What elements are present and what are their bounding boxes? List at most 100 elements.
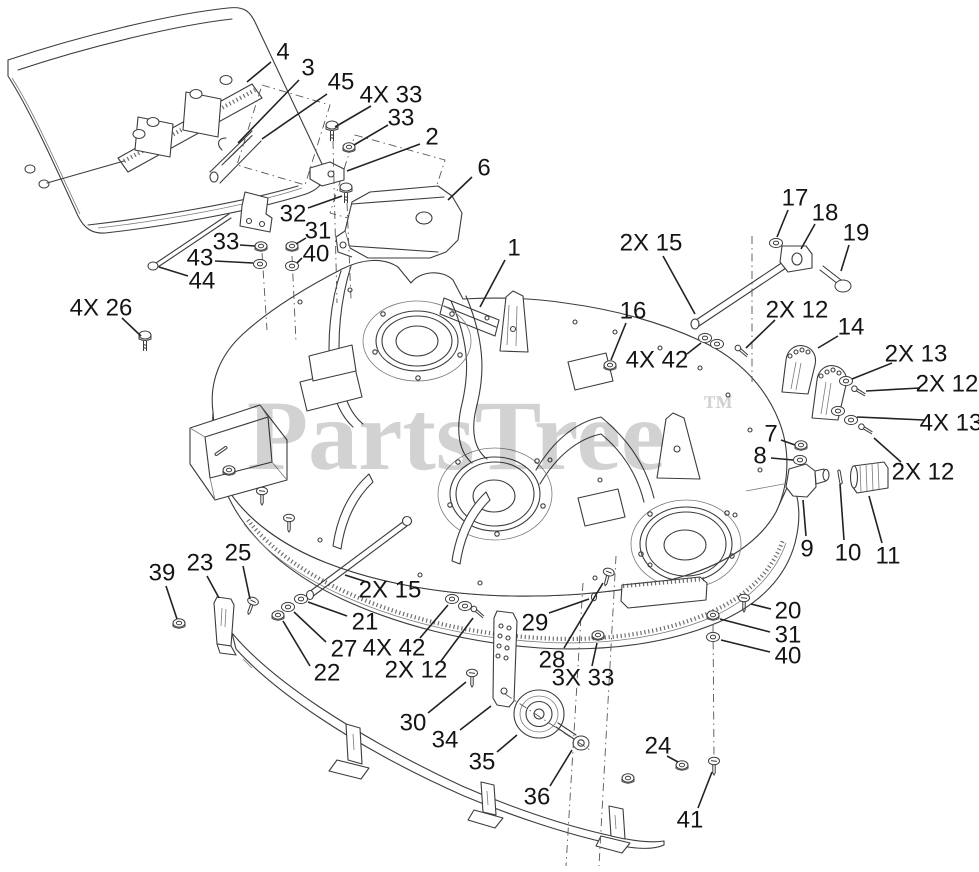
scalp-strip <box>231 632 665 854</box>
callout-24-35: 24 <box>645 733 672 760</box>
leader-line-20 <box>750 603 772 610</box>
deflector-hinge-assembly <box>24 75 263 189</box>
callout-4X-26-13: 4X 26 <box>70 295 133 322</box>
leader-line-4X-13 <box>856 416 925 421</box>
callout-16-16: 16 <box>620 298 647 325</box>
callout-39-37: 39 <box>149 560 176 587</box>
watermark-text: PartsTree <box>247 380 665 491</box>
support-rod <box>147 213 232 271</box>
nut-icon <box>621 773 635 784</box>
leader-line-27 <box>293 611 327 643</box>
leader-line-30 <box>427 681 467 714</box>
callout-4X-42-17: 4X 42 <box>626 347 689 374</box>
wheel-bracket <box>492 610 518 708</box>
leader-line-2X-13 <box>851 362 893 380</box>
leader-line-9 <box>802 499 807 537</box>
screw-icon <box>466 668 478 688</box>
leader-line-2X-12 <box>873 437 902 463</box>
callout-41-36: 41 <box>677 807 704 834</box>
leader-line-19 <box>840 244 850 272</box>
leader-line-35 <box>496 734 518 753</box>
leader-line-2 <box>346 143 421 172</box>
callout-31-8: 31 <box>305 218 332 245</box>
mower-deck-shell <box>189 259 800 650</box>
callout-23-38: 23 <box>187 550 214 577</box>
callout-43-11: 43 <box>187 245 214 272</box>
leader-line-4 <box>246 61 272 83</box>
callout-27-42: 27 <box>331 636 358 663</box>
hinge-bolts <box>24 75 233 189</box>
nut-icon <box>342 142 356 153</box>
belt-cover <box>335 185 463 259</box>
washer-icon <box>285 260 299 272</box>
washer-icon <box>839 375 853 387</box>
callout-44-12: 44 <box>189 268 216 295</box>
discharge-chute <box>189 404 288 501</box>
callout-35-48: 35 <box>469 749 496 776</box>
leader-line-25 <box>242 565 251 600</box>
leader-line-41 <box>697 771 713 809</box>
grass-deflector <box>7 7 325 234</box>
leader-line-2X-15 <box>344 574 368 583</box>
mount-brackets <box>239 161 345 233</box>
callout-2X-15-40: 2X 15 <box>359 577 422 604</box>
leader-line-33 <box>353 124 389 146</box>
callout-10-30: 10 <box>835 540 862 567</box>
washer-icon <box>710 338 724 350</box>
washer-icon <box>698 332 712 344</box>
washer-icon <box>844 414 858 426</box>
callout-4X-42-44: 4X 42 <box>363 635 426 662</box>
leader-line-31 <box>295 237 307 245</box>
bolt-icon <box>325 120 339 142</box>
torsion-spring-assembly <box>209 130 262 184</box>
callout-32-7: 32 <box>280 201 307 228</box>
leader-line-10 <box>839 483 845 541</box>
gearbox-assembly <box>745 461 889 498</box>
washer-icon <box>769 237 783 249</box>
cotter-icon <box>857 422 875 435</box>
callout-21-41: 21 <box>352 609 379 636</box>
leader-line-2X-15 <box>662 255 696 315</box>
callout-17-19: 17 <box>782 185 809 212</box>
leader-line-4X-33 <box>334 105 372 128</box>
leader-line-22 <box>282 620 311 667</box>
leader-line-7 <box>780 439 796 446</box>
callout-36-49: 36 <box>524 784 551 811</box>
callout-18-20: 18 <box>812 200 839 227</box>
callout-33-10: 33 <box>213 229 240 256</box>
leader-line-24 <box>666 755 679 763</box>
callout-25-39: 25 <box>225 540 252 567</box>
callout-45-2: 45 <box>328 69 355 96</box>
washer-icon <box>458 600 472 612</box>
washer-icon <box>831 405 845 417</box>
callout-4X-33-3: 4X 33 <box>360 82 423 109</box>
leader-line-45 <box>261 93 328 140</box>
callout-28-51: 28 <box>539 647 566 674</box>
leader-line-33 <box>239 244 256 247</box>
leader-line-8 <box>770 457 794 461</box>
nut-icon <box>172 618 186 629</box>
leader-line-18 <box>800 223 816 250</box>
leader-line-4X-42 <box>419 604 449 639</box>
leader-line-4X-26 <box>121 317 142 337</box>
washer-icon <box>253 258 267 270</box>
leader-line-2X-12 <box>865 387 921 392</box>
leader-line-34 <box>459 705 492 731</box>
leader-line-29 <box>548 598 590 614</box>
leader-line-14 <box>817 335 839 349</box>
leader-line-6 <box>447 176 473 201</box>
callout-22-43: 22 <box>314 660 341 687</box>
skid-bracket <box>213 596 237 656</box>
callout-33-4: 33 <box>388 105 415 132</box>
callout-1-14: 1 <box>507 235 520 262</box>
gauge-wheel <box>513 689 590 751</box>
construction-lines <box>261 140 753 867</box>
leader-line-40 <box>296 257 303 264</box>
leader-line-1 <box>479 259 506 308</box>
leader-line-17 <box>776 209 789 238</box>
callout-6-6: 6 <box>477 155 490 182</box>
leader-line-2X-12 <box>745 319 776 349</box>
leader-line-44 <box>158 266 189 277</box>
